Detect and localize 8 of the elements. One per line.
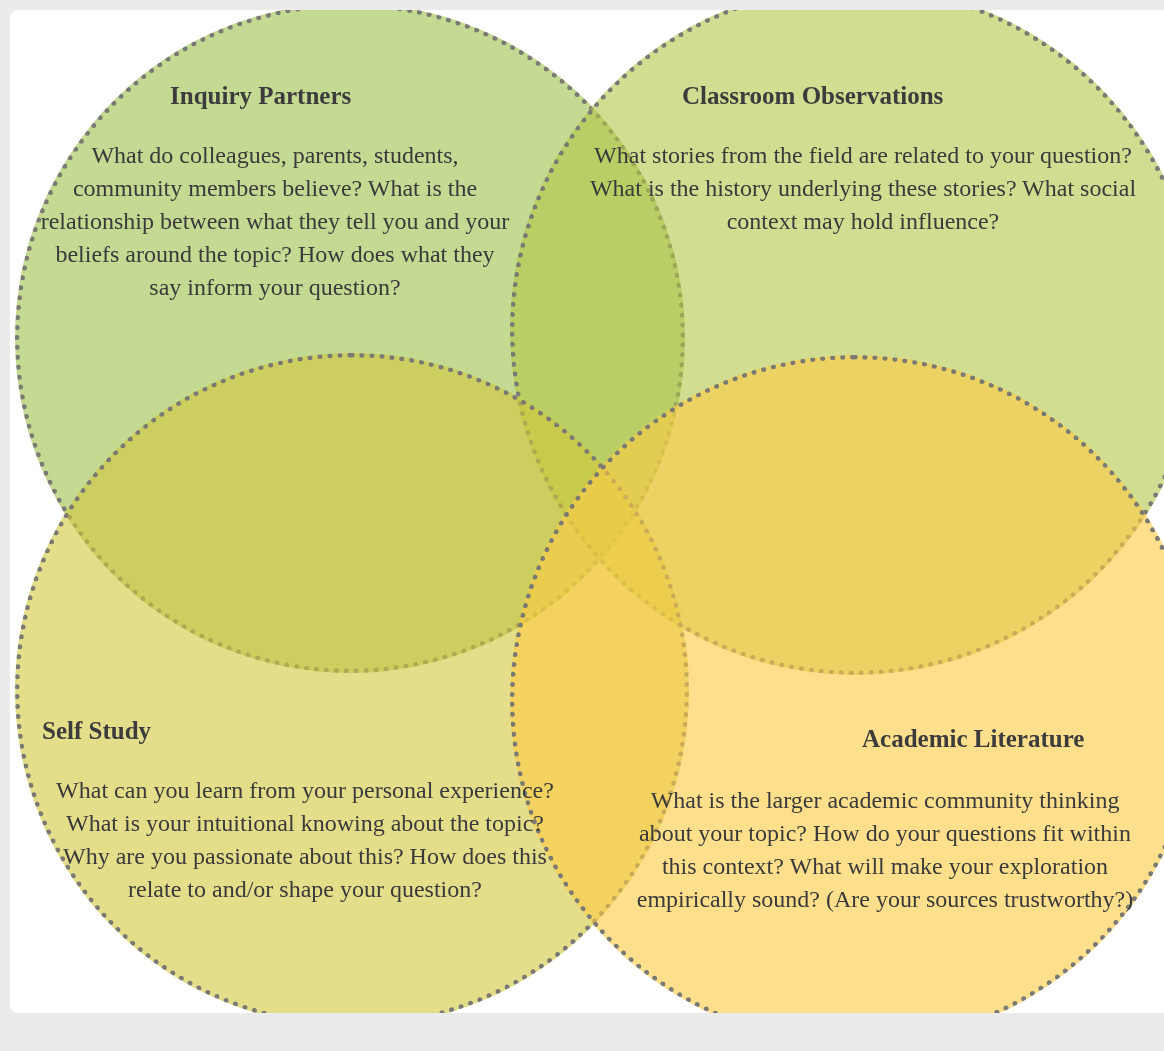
- circle-description: What can you learn from your personal experience? What is your intuitional knowing about the topic? Why are you passionate about this? How does this relate to and/or shape your question?: [55, 776, 555, 904]
- circle-heading: Inquiry Partners: [170, 82, 352, 110]
- circle-description: What do colleagues, parents, students, community members believe? What is the relationship between what they tell you and your beliefs around the topic? How does what they say inform your question?: [40, 141, 510, 302]
- circle-heading: Academic Literature: [862, 725, 1085, 753]
- circle-description: What is the larger academic community thinking about your topic? How do your questions fit within this context? What will make your exploration empirically sound? (Are your sources trustworthy?): [635, 786, 1135, 914]
- circle-heading: Self Study: [42, 717, 152, 745]
- circle-description: What stories from the field are related to your question? What is the history underlying these stories? What social context may hold influence?: [588, 141, 1138, 236]
- circle-heading: Classroom Observations: [682, 82, 944, 110]
